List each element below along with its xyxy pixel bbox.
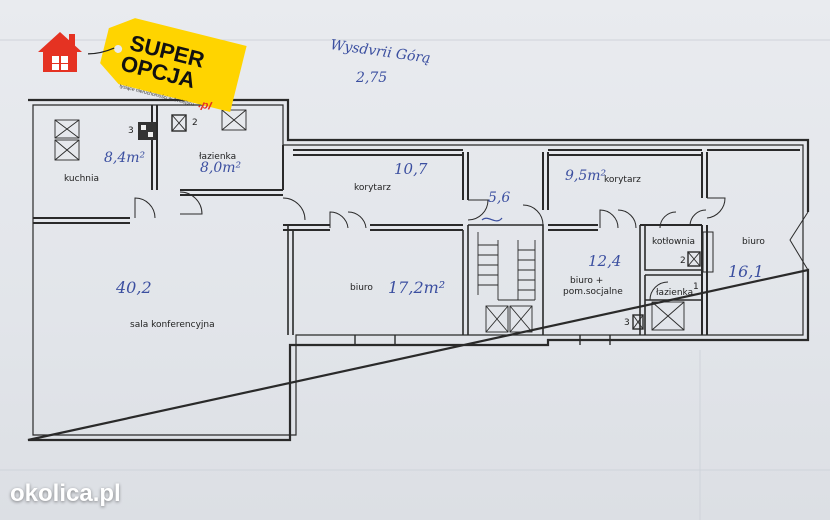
room-label-biuro-2-line1: biuro + [570, 276, 604, 286]
heading-line2: 2,75 [356, 70, 388, 86]
superopcja-logo: SUPER OPCJA tysiące nieruchomości w 1 mi… [30, 14, 260, 129]
room-label-biuro-3: biuro [742, 237, 765, 247]
utility-symbols [138, 122, 156, 140]
door-swings [134, 191, 809, 301]
room-area-kuchnia: 8,4m² [104, 150, 146, 166]
price-tag [88, 18, 247, 112]
room-area-sala: 40,2 [116, 278, 152, 297]
room-area-lazienka: 8,0m² [200, 160, 242, 176]
marker-1: 1 [693, 282, 699, 292]
room-area-klatka: 5,6 [488, 190, 511, 206]
room-label-biuro-2-line2: pom.socjalne [563, 287, 623, 297]
room-label-kotlownia: kotłownia [652, 237, 696, 247]
marker-3a: 3 [128, 126, 134, 136]
room-label-sala: sala konferencyjna [130, 320, 215, 330]
house-icon [38, 32, 82, 72]
marker-3b: 3 [624, 318, 630, 328]
room-label-korytarz-1: korytarz [354, 183, 391, 193]
watermark-okolica: okolica.pl [10, 480, 121, 507]
walls [27, 98, 810, 442]
ventilation-shafts [54, 109, 714, 333]
room-area-biuro-1: 17,2m² [388, 278, 446, 297]
room-area-korytarz-1: 10,7 [394, 160, 428, 178]
room-label-korytarz-2: korytarz [604, 175, 641, 185]
room-label-biuro-1: biuro [350, 283, 373, 293]
room-area-biuro-3: 16,1 [728, 262, 764, 281]
staircase [477, 232, 536, 301]
handwriting-marks [481, 217, 503, 222]
marker-2a: 2 [192, 118, 198, 128]
room-label-lazienka-small: łazienka [656, 288, 694, 298]
marker-2b: 2 [680, 256, 686, 266]
room-label-lazienka: łazienka [199, 152, 237, 162]
room-area-korytarz-2: 9,5m² [565, 168, 607, 184]
room-area-biuro-2: 12,4 [588, 252, 622, 270]
room-label-kuchnia: kuchnia [64, 174, 100, 184]
